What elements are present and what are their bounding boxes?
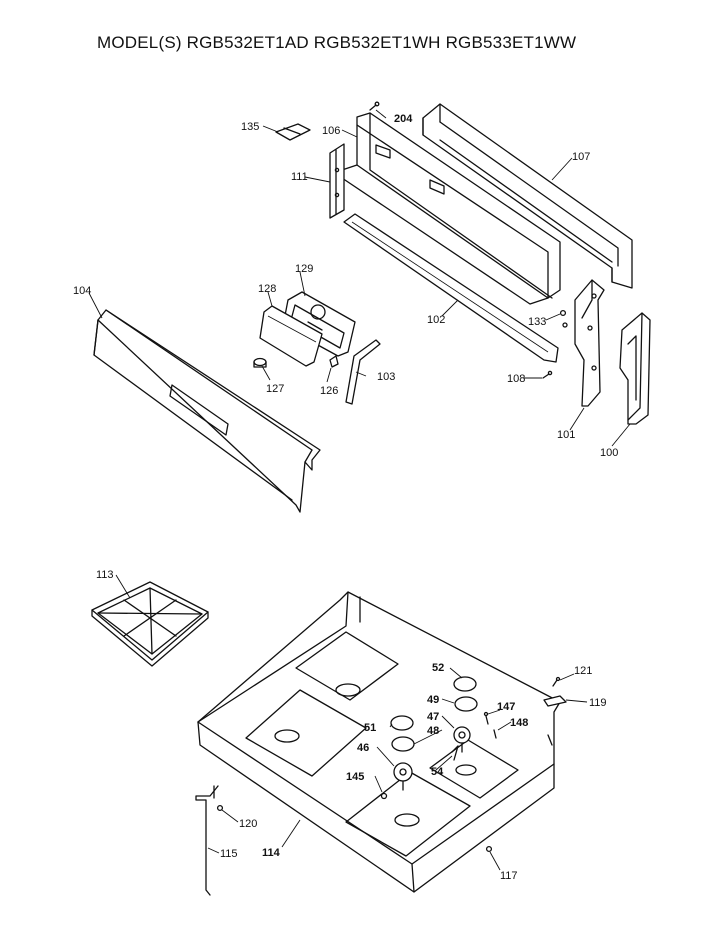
lower-leader-lines [115,574,588,871]
part-127-knob[interactable] [253,357,267,368]
part-145-screw[interactable] [380,792,388,800]
label-128: 128 [258,283,276,295]
part-107-backguard-panel[interactable] [422,103,633,289]
part-111-side-bracket[interactable] [329,143,345,219]
label-100: 100 [600,447,618,459]
part-129-clock-housing[interactable] [282,291,356,357]
label-121: 121 [574,665,592,677]
label-111: 111 [291,171,308,183]
part-204-screw[interactable] [369,101,380,111]
label-104: 104 [73,285,91,297]
part-48-knob[interactable] [391,736,415,752]
label-101: 101 [557,429,575,441]
label-135: 135 [241,121,259,133]
part-119-clip[interactable] [543,695,567,707]
label-127: 127 [266,383,284,395]
label-145: 145 [346,771,364,783]
label-48: 48 [427,725,439,737]
part-113-grate[interactable] [91,581,209,667]
part-49-knob[interactable] [454,696,478,712]
part-115-rod[interactable] [195,785,219,896]
label-46: 46 [357,742,369,754]
upper-leader-lines [88,109,631,447]
part-104-control-panel[interactable] [93,309,321,513]
page-title: MODEL(S) RGB532ET1AD RGB532ET1WH RGB533E… [97,33,577,52]
part-120-screw[interactable] [216,804,224,812]
label-129: 129 [295,263,313,275]
upper-assembly: 135 106 204 107 111 102 129 128 104 127 … [73,101,651,513]
label-103: 103 [377,371,395,383]
label-119: 119 [589,697,607,709]
part-103-tube[interactable] [345,339,381,405]
part-126-clip[interactable] [329,355,339,368]
part-46-valve[interactable] [393,762,413,791]
part-114-cooktop[interactable] [197,591,561,893]
part-51-knob[interactable] [390,715,414,731]
label-115: 115 [220,848,238,860]
label-51: 51 [364,722,376,734]
label-204: 204 [394,113,413,125]
part-133-screw[interactable] [559,309,568,328]
label-49: 49 [427,694,439,706]
part-101-end-bracket[interactable] [574,279,605,407]
part-102-trim-strip[interactable] [343,213,559,363]
label-126: 126 [320,385,338,397]
part-100-end-cap[interactable] [619,312,651,425]
part-117-screw[interactable] [485,845,493,853]
label-117: 117 [500,870,518,882]
label-106: 106 [322,125,340,137]
label-47: 47 [427,711,439,723]
label-148: 148 [510,717,528,729]
part-135-pin[interactable] [275,123,311,141]
label-113: 113 [96,569,114,581]
label-52: 52 [432,662,444,674]
part-148-screw[interactable] [493,729,497,739]
label-54: 54 [431,766,444,778]
label-133: 133 [528,316,546,328]
label-107: 107 [572,151,590,163]
label-147: 147 [497,701,515,713]
part-52-knob[interactable] [453,676,477,692]
label-120: 120 [239,818,257,830]
part-108-screw[interactable] [542,370,553,379]
part-54-spring[interactable] [451,745,459,761]
part-147-screw[interactable] [483,711,489,725]
label-108: 108 [507,373,525,385]
lower-assembly: 113 52 49 47 147 148 51 48 46 54 145 121… [91,569,607,896]
part-47-valve[interactable] [453,726,471,753]
label-102: 102 [427,314,445,326]
part-121-screw[interactable] [552,676,561,687]
label-114: 114 [262,847,281,859]
